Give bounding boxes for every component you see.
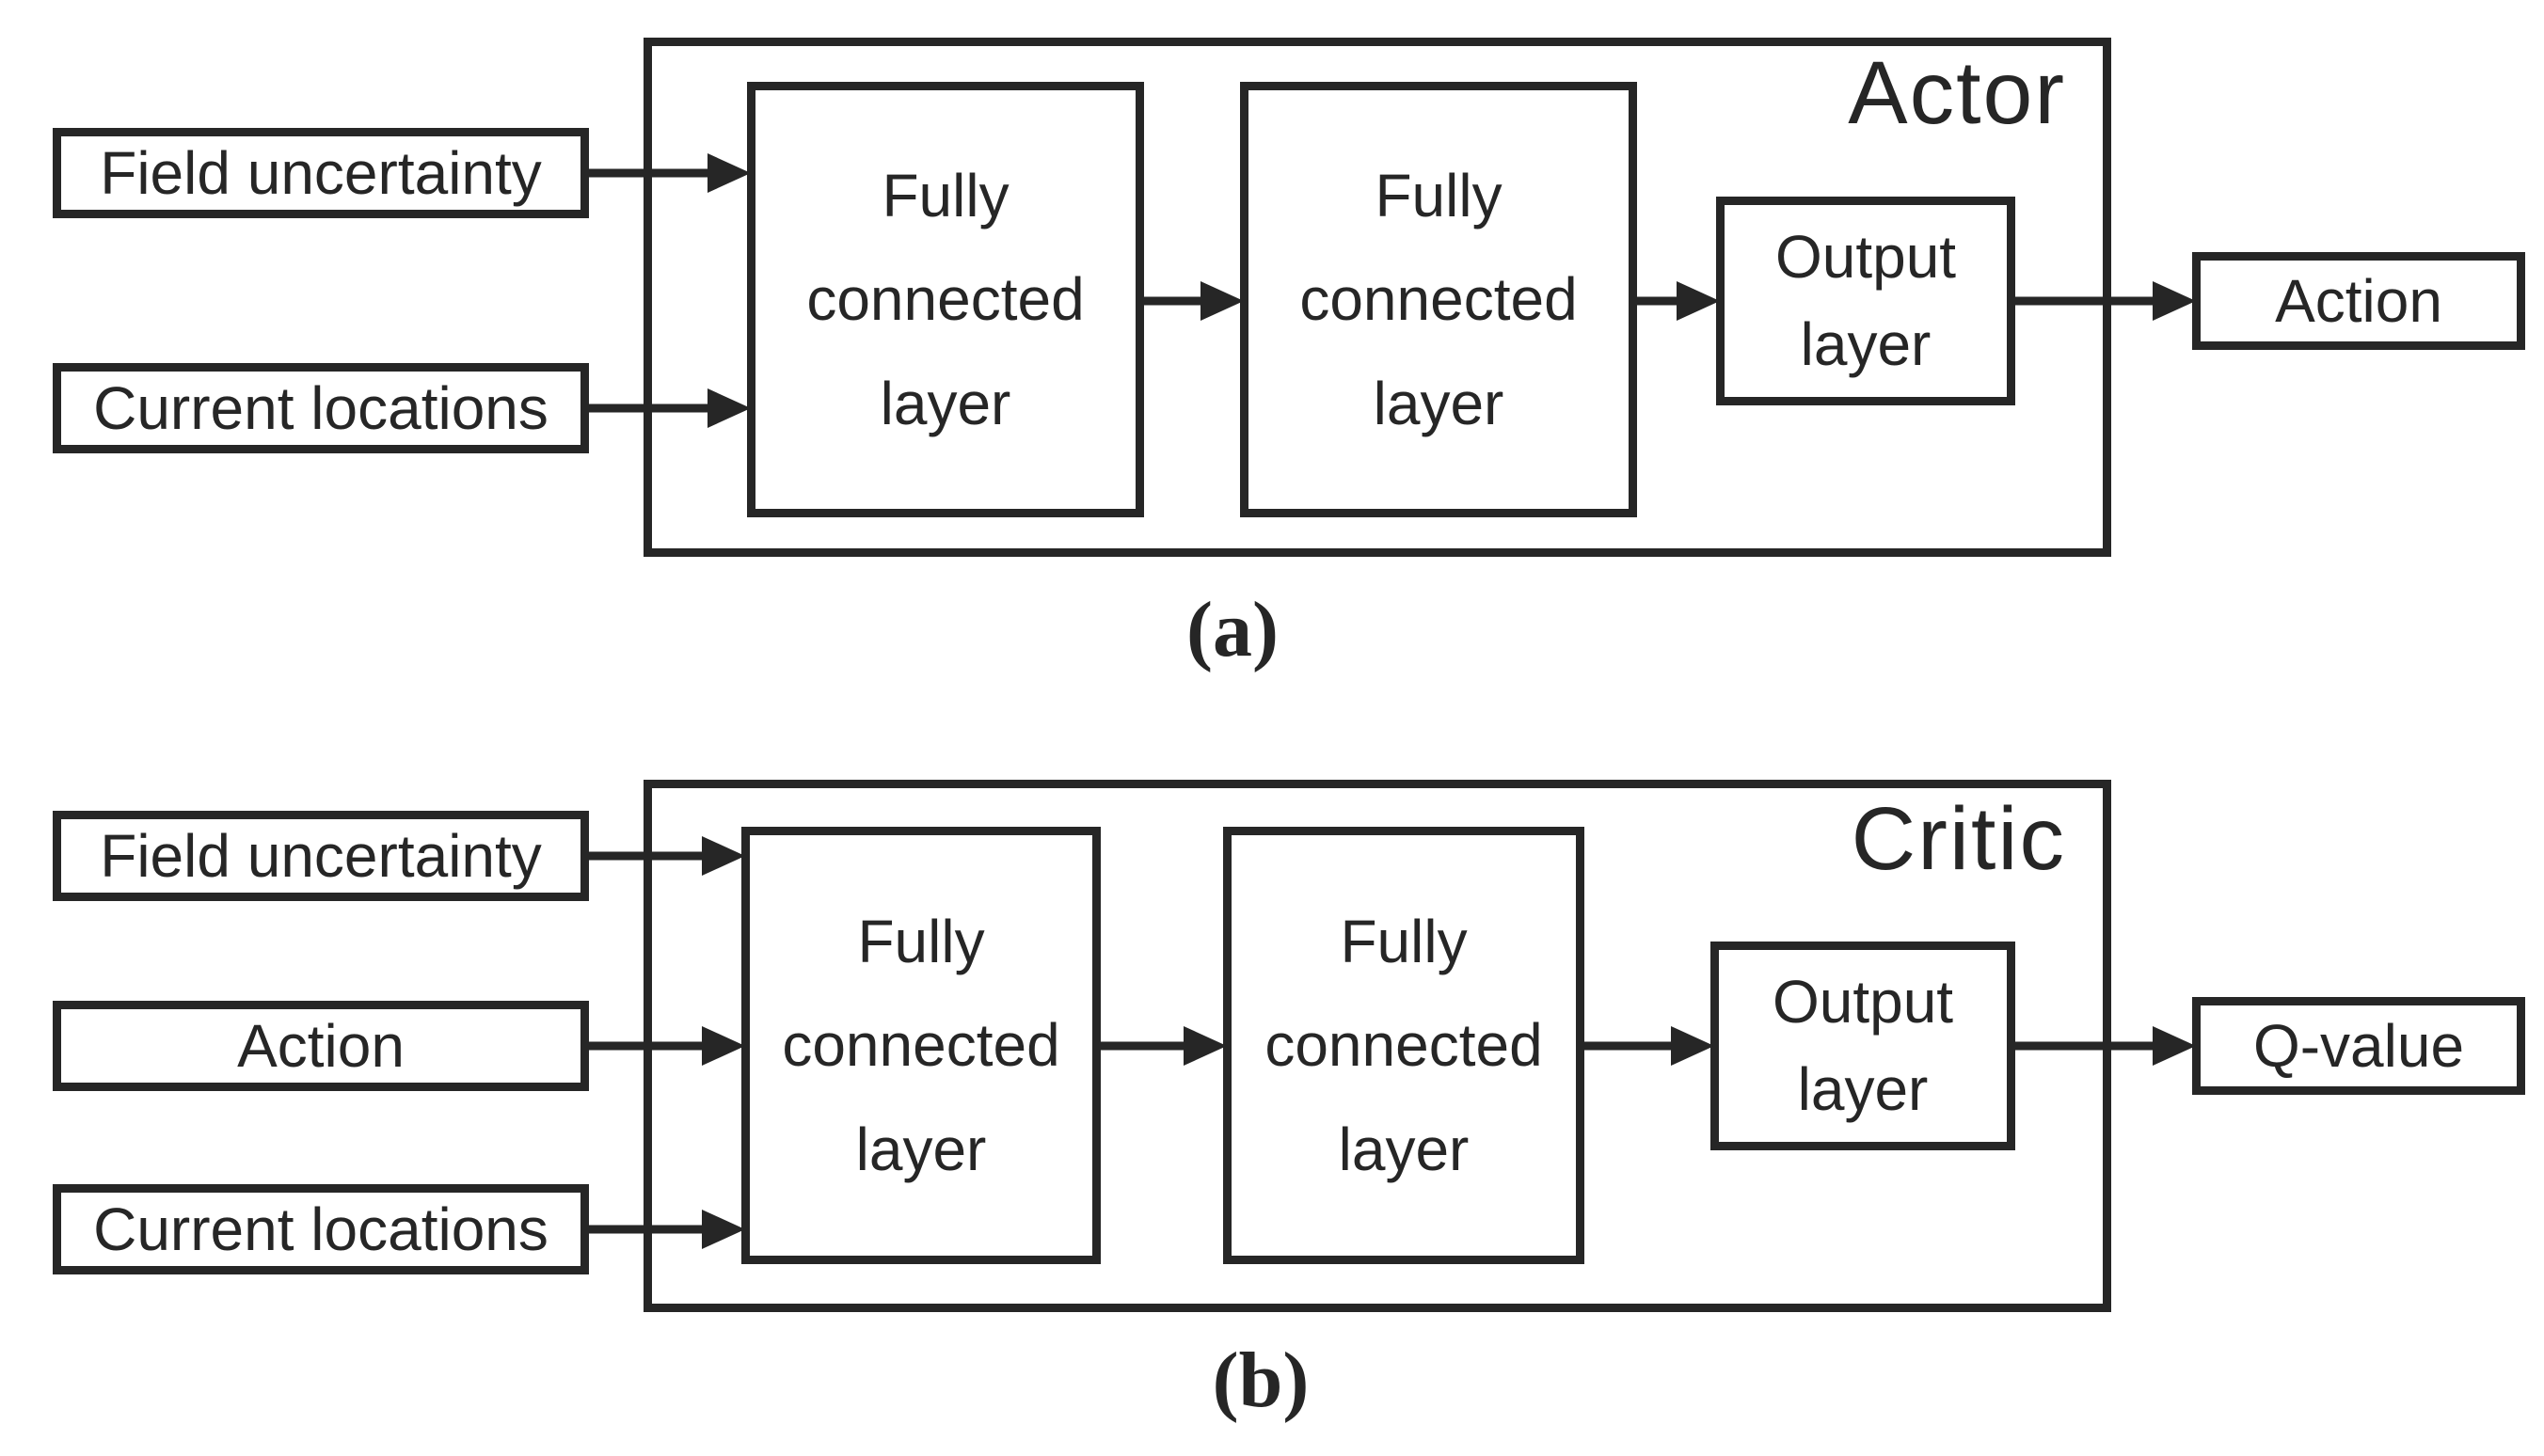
arrow-shaft [585, 851, 708, 861]
fully-connected-layer-1-box-b: Fully connected layer [741, 827, 1101, 1264]
output-layer-box-b: Output layer [1710, 942, 2015, 1150]
input-box-field-uncertainty-a: Field uncertainty [53, 128, 589, 218]
fully-connected-layer-2-box-b: Fully connected layer [1223, 827, 1584, 1264]
arrow-shaft [585, 1041, 708, 1051]
arrow-fc1-to-fc2-b [1095, 1026, 1227, 1066]
action-result-box-a: Action [2192, 252, 2525, 350]
fully-connected-layer-1-box-a: Fully connected layer [747, 82, 1144, 517]
arrow-field-uncertainty-to-fc1-a [585, 153, 751, 193]
arrow-action-to-fc1-b [585, 1026, 745, 1066]
arrow-output-to-action-a [2011, 281, 2196, 321]
input-label-current-locations-a: Current locations [93, 374, 549, 442]
output-layer-label-b: Output layer [1772, 968, 1954, 1123]
fully-connected-layer-1-label-b: Fully connected layer [782, 908, 1060, 1183]
arrow-shaft [585, 404, 713, 413]
input-label-action-b: Action [237, 1012, 405, 1080]
action-result-label-a: Action [2275, 267, 2442, 335]
input-box-current-locations-a: Current locations [53, 363, 589, 453]
arrow-shaft [585, 1225, 708, 1234]
arrow-current-locations-to-fc1-a [585, 388, 751, 428]
arrow-head-icon [702, 1210, 745, 1249]
fully-connected-layer-2-label-b: Fully connected layer [1264, 908, 1543, 1183]
output-layer-label-a: Output layer [1774, 223, 1957, 378]
arrow-shaft [1138, 296, 1206, 306]
critic-panel-title: Critic [1851, 789, 2066, 889]
arrow-head-icon [1184, 1026, 1227, 1066]
input-label-field-uncertainty-a: Field uncertainty [100, 139, 542, 207]
arrow-fc2-to-output-a [1631, 281, 1720, 321]
arrow-shaft [2011, 1041, 2158, 1051]
arrow-current-locations-to-fc1-b [585, 1210, 745, 1249]
arrow-head-icon [708, 153, 751, 193]
arrow-shaft [2011, 296, 2158, 306]
arrow-head-icon [702, 1026, 745, 1066]
arrow-shaft [1631, 296, 1682, 306]
fully-connected-layer-1-label-a: Fully connected layer [806, 162, 1085, 437]
arrow-head-icon [708, 388, 751, 428]
q-value-result-label-b: Q-value [2252, 1012, 2465, 1080]
arrow-head-icon [1677, 281, 1720, 321]
input-label-field-uncertainty-b: Field uncertainty [100, 822, 542, 890]
arrow-head-icon [1200, 281, 1244, 321]
fully-connected-layer-2-box-a: Fully connected layer [1240, 82, 1637, 517]
arrow-shaft [585, 168, 713, 178]
arrow-fc1-to-fc2-a [1138, 281, 1244, 321]
arrow-field-uncertainty-to-fc1-b [585, 836, 745, 876]
output-layer-box-a: Output layer [1716, 197, 2015, 405]
arrow-head-icon [2153, 281, 2196, 321]
panel-b-caption: (b) [1212, 1337, 1310, 1424]
arrow-fc2-to-output-b [1579, 1026, 1714, 1066]
arrow-head-icon [1671, 1026, 1714, 1066]
arrow-head-icon [2153, 1026, 2196, 1066]
input-label-current-locations-b: Current locations [93, 1195, 549, 1263]
input-box-current-locations-b: Current locations [53, 1184, 589, 1274]
arrow-head-icon [702, 836, 745, 876]
input-box-field-uncertainty-b: Field uncertainty [53, 811, 589, 901]
actor-panel-title: Actor [1848, 43, 2066, 143]
q-value-result-box-b: Q-value [2192, 997, 2525, 1095]
panel-a-caption: (a) [1186, 586, 1279, 673]
arrow-shaft [1579, 1041, 1677, 1051]
arrow-output-to-qvalue-b [2011, 1026, 2196, 1066]
fully-connected-layer-2-label-a: Fully connected layer [1299, 162, 1578, 437]
arrow-shaft [1095, 1041, 1189, 1051]
input-box-action-b: Action [53, 1001, 589, 1091]
